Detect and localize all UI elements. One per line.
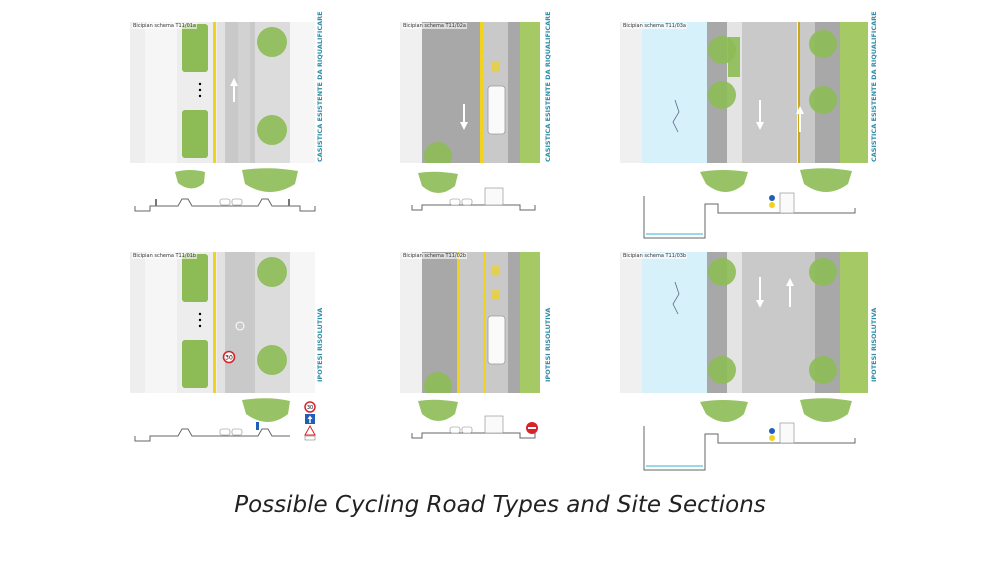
side-label: IPOTESI RISOLUTIVA <box>544 307 552 382</box>
tree-canopy <box>175 170 205 189</box>
plan-view-t11-02b: Bicipian schema T11/02b <box>400 252 540 393</box>
plan-label: Bicipian schema T11/03b <box>622 253 688 259</box>
speed-limit-sign-value: 30 <box>307 405 313 411</box>
site-section-t11-01a <box>134 168 316 212</box>
plan-view-t11-02a: Bicipian schema T11/02a <box>400 22 540 163</box>
plan-drawing <box>620 22 868 163</box>
plan-drawing <box>400 252 540 393</box>
tree-canopy <box>700 170 748 192</box>
site-section-t11-02a <box>411 171 536 211</box>
site-section-t11-03a <box>643 168 856 239</box>
plan-view-t11-01b: 30 Bicipian schema T11/01b <box>130 252 315 393</box>
tree-canopy <box>418 171 458 193</box>
plan-view-t11-03a: Bicipian schema T11/03a <box>620 22 868 163</box>
tree-canopy <box>800 168 852 192</box>
plan-label: Bicipian schema T11/02b <box>402 253 468 259</box>
side-label: CASISTICA ESISTENTE DA RIQUALIFICARE <box>316 11 324 162</box>
plan-view-t11-03b: Bicipian schema T11/03b <box>620 252 868 393</box>
tree-canopy <box>242 398 290 422</box>
tree-canopy <box>700 400 748 422</box>
side-label: CASISTICA ESISTENTE DA RIQUALIFICARE <box>870 11 878 162</box>
plan-drawing <box>400 22 540 163</box>
plan-view-t11-01a: Bicipian schema T11/01a <box>130 22 315 163</box>
figure-caption: Possible Cycling Road Types and Site Sec… <box>234 492 766 518</box>
plan-label: Bicipian schema T11/01b <box>132 253 198 259</box>
side-label: IPOTESI RISOLUTIVA <box>870 307 878 382</box>
plan-drawing: 30 <box>130 252 315 393</box>
traffic-signs: 30 <box>304 401 316 441</box>
plan-label: Bicipian schema T11/01a <box>132 23 197 29</box>
side-label: IPOTESI RISOLUTIVA <box>316 307 324 382</box>
tree-canopy <box>418 399 458 421</box>
speed-limit-value: 30 <box>225 355 233 362</box>
plan-label: Bicipian schema T11/03a <box>622 23 687 29</box>
site-section-t11-03b <box>643 398 856 471</box>
plan-drawing <box>620 252 868 393</box>
side-label: CASISTICA ESISTENTE DA RIQUALIFICARE <box>544 11 552 162</box>
tree-canopy <box>242 168 298 192</box>
plan-label: Bicipian schema T11/02a <box>402 23 467 29</box>
plan-drawing <box>130 22 315 163</box>
site-section-t11-02b <box>411 399 538 439</box>
tree-canopy <box>800 398 852 422</box>
site-section-t11-01b <box>134 398 290 442</box>
